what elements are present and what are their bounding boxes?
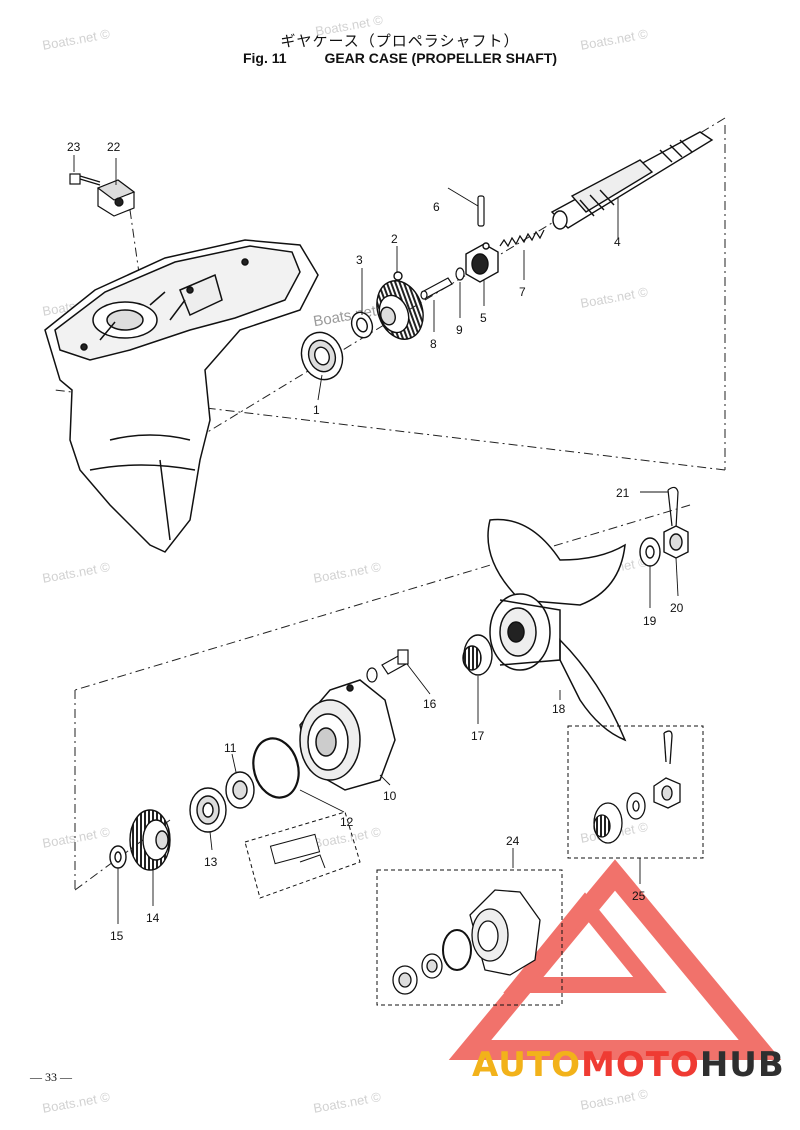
- part-18-propeller: [487, 518, 627, 742]
- part-22-block: [96, 179, 136, 217]
- callout-16: 16: [423, 697, 437, 711]
- callout-17: 17: [471, 729, 485, 743]
- tool-detail-box: [244, 811, 361, 899]
- logo-part-auto: AUTO: [472, 1045, 581, 1085]
- part-10-casing-cap: [299, 679, 396, 791]
- part-23-bolt: [69, 173, 101, 186]
- callout-labels: 23 22 1 3 2 6 4 7 5 9 8 21 19 20 18 17 1…: [67, 140, 684, 943]
- callout-6: 6: [433, 200, 440, 214]
- leader-lines: [73, 155, 679, 924]
- callout-11: 11: [224, 741, 237, 755]
- part-11-oil-seal: [225, 771, 255, 809]
- callout-4: 4: [614, 235, 621, 249]
- logo-part-hub: HUB: [699, 1045, 785, 1085]
- part-12-o-ring: [252, 737, 300, 799]
- callout-24: 24: [506, 834, 520, 848]
- callout-13: 13: [204, 855, 218, 869]
- callout-3: 3: [356, 253, 363, 267]
- part-8-pin: [420, 277, 453, 300]
- callout-19: 19: [643, 614, 657, 628]
- part-7-spring: [499, 229, 545, 248]
- part-1-bearing: [300, 331, 344, 381]
- title-english: Fig. 11 GEAR CASE (PROPELLER SHAFT): [0, 50, 800, 66]
- part-20-castle-nut: [663, 525, 689, 559]
- logo-part-moto: MOTO: [580, 1045, 700, 1085]
- part-6-cross-pin: [477, 195, 485, 227]
- callout-21: 21: [616, 486, 630, 500]
- part-5-clutch: [465, 242, 499, 283]
- assembly-axis-lines: [54, 117, 726, 891]
- callout-20: 20: [670, 601, 684, 615]
- callout-1: 1: [313, 403, 320, 417]
- part-2-gear: [376, 271, 424, 340]
- part-15-shim: [109, 845, 127, 869]
- part-13-bearing: [189, 787, 227, 833]
- figure-label: Fig. 11: [242, 50, 287, 66]
- part-4-propeller-shaft: [550, 131, 714, 230]
- callout-15: 15: [110, 929, 124, 943]
- part-3-shim: [350, 311, 374, 339]
- part-17-thrust-hub: [462, 634, 493, 676]
- part-25-kit-box: [567, 725, 704, 859]
- logo-triangle-mark: [448, 859, 782, 1060]
- callout-12: 12: [340, 815, 354, 829]
- part-16-bolt: [366, 649, 409, 683]
- callout-7: 7: [519, 285, 526, 299]
- callout-5: 5: [480, 311, 487, 325]
- callout-14: 14: [146, 911, 160, 925]
- automotohub-logo: AUTOMOTOHUB: [472, 1045, 785, 1085]
- callout-25: 25: [632, 889, 646, 903]
- title-japanese: ギヤケース（プロペラシャフト）: [280, 32, 520, 50]
- callout-9: 9: [456, 323, 463, 337]
- callout-22: 22: [107, 140, 121, 154]
- callout-10: 10: [383, 789, 397, 803]
- figure-title: GEAR CASE (PROPELLER SHAFT): [324, 50, 558, 66]
- part-24-assembly-box: [376, 869, 563, 1006]
- gear-case-housing: [44, 239, 319, 553]
- callout-23: 23: [67, 140, 81, 154]
- part-14-reverse-gear: [129, 809, 171, 871]
- page-number: — 33 —: [30, 1070, 72, 1084]
- part-9-pin: [455, 267, 465, 281]
- part-19-washer: [639, 537, 661, 567]
- callout-18: 18: [552, 702, 566, 716]
- callout-8: 8: [430, 337, 437, 351]
- callout-2: 2: [391, 232, 398, 246]
- part-21-cotter-pin: [667, 486, 679, 529]
